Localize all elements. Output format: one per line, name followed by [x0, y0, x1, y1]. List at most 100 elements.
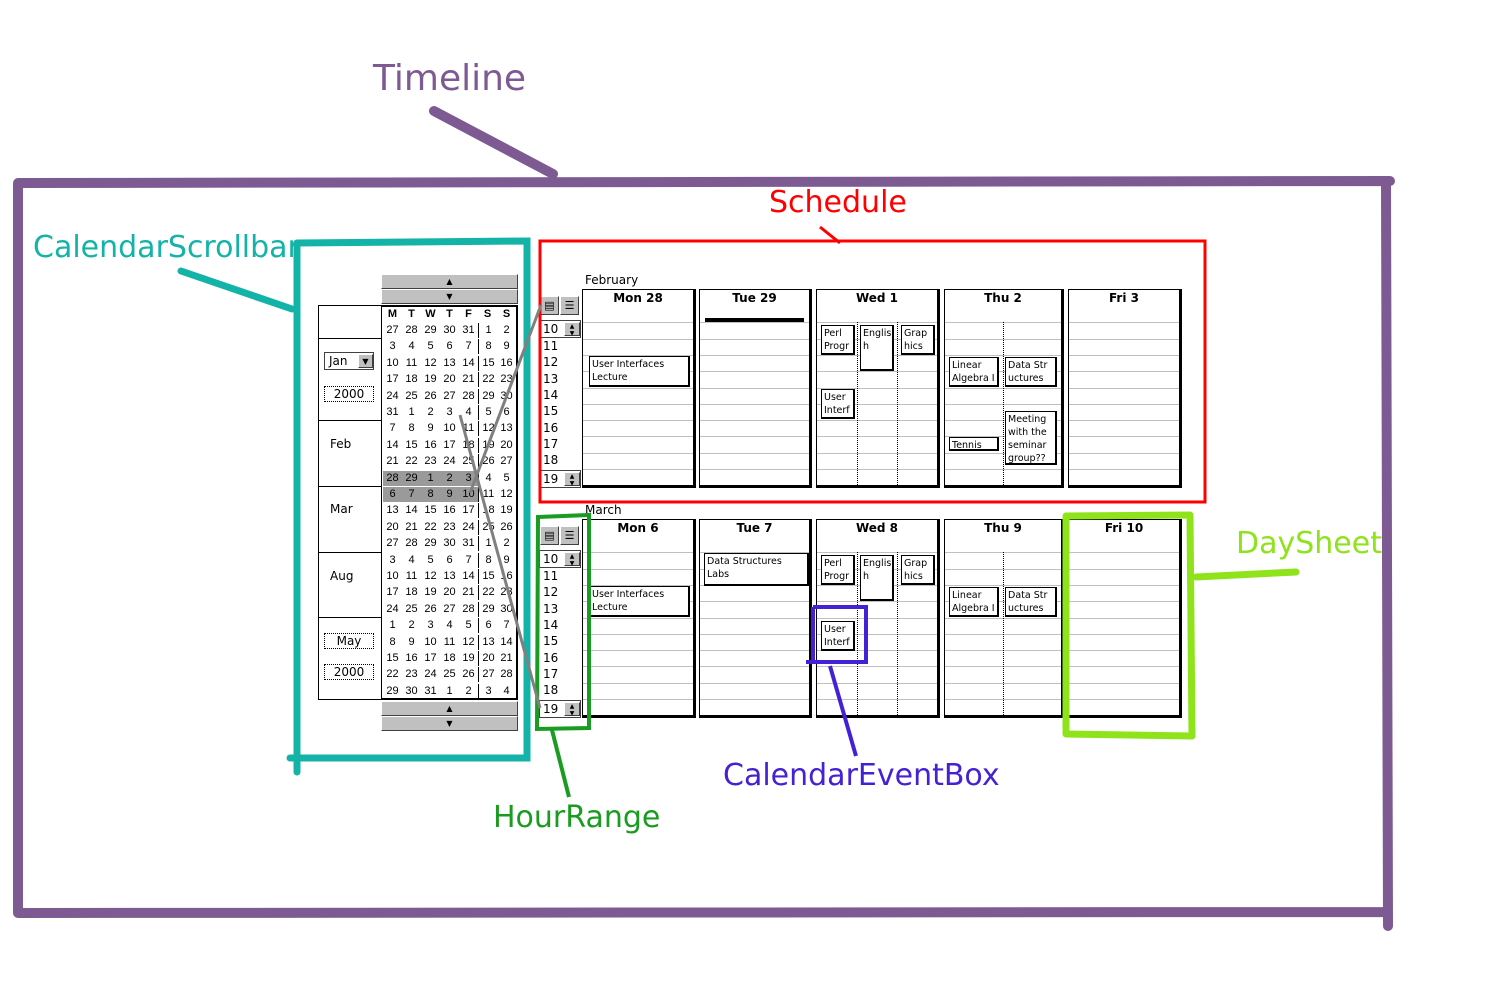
chevron-down-icon[interactable]: ▼: [358, 354, 373, 368]
mini-calendar-day[interactable]: 8: [478, 339, 498, 355]
mini-calendar-day[interactable]: 5: [427, 340, 434, 353]
day-header[interactable]: Mon 6: [617, 521, 659, 535]
mini-calendar-day[interactable]: 16: [500, 356, 513, 369]
mini-calendar-day[interactable]: 6: [446, 553, 453, 566]
mini-calendar-day[interactable]: 22: [424, 520, 437, 533]
mini-calendar-day[interactable]: 1: [478, 323, 498, 338]
spin-arrows-icon[interactable]: ▲ ▼: [564, 322, 580, 337]
mini-calendar-day[interactable]: 27: [443, 602, 456, 615]
calendar-event-box[interactable]: Perl Progr: [821, 325, 855, 355]
mini-calendar-day[interactable]: 8: [478, 552, 498, 568]
mini-calendar-day[interactable]: 13: [478, 634, 498, 650]
mini-calendar-day[interactable]: 26: [424, 602, 437, 615]
mini-calendar-day[interactable]: 23: [500, 586, 513, 599]
day-header[interactable]: Tue 29: [732, 291, 777, 305]
mini-calendar-day[interactable]: 19: [500, 504, 513, 517]
mini-calendar-day[interactable]: 29: [402, 470, 421, 486]
mini-calendar-day[interactable]: 15: [405, 438, 418, 451]
calendar-event-box[interactable]: Meeting with the seminar group??: [1005, 411, 1057, 465]
mini-calendar-day[interactable]: 7: [402, 487, 421, 502]
mini-calendar-day[interactable]: 6: [446, 340, 453, 353]
mini-calendar-day[interactable]: 28: [462, 602, 475, 615]
mini-calendar-day[interactable]: 28: [405, 324, 418, 336]
mini-calendar-day[interactable]: 20: [478, 651, 498, 666]
month-input-bottom[interactable]: May: [324, 633, 374, 649]
mini-calendar-day[interactable]: 25: [443, 668, 456, 681]
mini-calendar-day[interactable]: 11: [478, 487, 498, 502]
mini-calendar-day[interactable]: 16: [405, 652, 418, 664]
calendar-event-box[interactable]: User Interfaces Lecture: [589, 356, 690, 387]
scroll-up-button-bottom[interactable]: ▲: [381, 701, 518, 716]
mini-calendar-day[interactable]: 20: [500, 438, 513, 451]
mini-calendar-day[interactable]: 18: [462, 438, 475, 451]
mini-calendar-day[interactable]: 24: [386, 389, 399, 402]
mini-calendar-day[interactable]: 4: [408, 553, 415, 566]
calendar-event-box[interactable]: User Interf: [821, 389, 855, 419]
mini-calendar-day[interactable]: 12: [478, 421, 498, 437]
mini-calendar-day[interactable]: 10: [386, 570, 399, 582]
mini-calendar-day[interactable]: 3: [459, 470, 478, 486]
day-sheet[interactable]: Fri 10: [1068, 519, 1182, 718]
mini-calendar-day[interactable]: 29: [478, 601, 498, 617]
mini-calendar-day[interactable]: 18: [405, 586, 418, 599]
mini-calendar-day[interactable]: 23: [405, 668, 418, 681]
mini-calendar-day[interactable]: 2: [427, 406, 434, 418]
mini-calendar-day[interactable]: 17: [386, 373, 399, 386]
mini-calendar-day[interactable]: 6: [503, 406, 510, 418]
mini-calendar-day[interactable]: 20: [443, 586, 456, 599]
mini-calendar-day[interactable]: 31: [462, 324, 475, 336]
mini-calendar-day[interactable]: 10: [459, 487, 478, 502]
mini-calendar-day[interactable]: 10: [386, 356, 399, 369]
year-input-top[interactable]: 2000: [324, 386, 374, 402]
mini-calendar-day[interactable]: 6: [478, 618, 498, 634]
mini-calendar-day[interactable]: 14: [386, 438, 399, 451]
mini-calendar-day[interactable]: 9: [408, 635, 415, 648]
mini-calendar-day[interactable]: 29: [424, 324, 437, 336]
calendar-event-box[interactable]: Data Structures Labs: [704, 553, 809, 586]
mini-calendar-day[interactable]: 3: [427, 619, 434, 632]
view-list-button[interactable]: ☰: [560, 296, 579, 315]
mini-calendar-day[interactable]: 17: [424, 652, 437, 664]
mini-calendar-day[interactable]: 13: [443, 570, 456, 582]
day-header[interactable]: Wed 8: [855, 521, 899, 535]
mini-calendar-day[interactable]: 2: [408, 619, 415, 632]
mini-calendar-day[interactable]: 21: [405, 520, 418, 533]
mini-calendar-day[interactable]: 24: [462, 520, 475, 533]
mini-calendar-day[interactable]: 27: [500, 455, 513, 468]
mini-calendar-day[interactable]: 28: [405, 537, 418, 550]
mini-calendar-day[interactable]: 4: [465, 406, 472, 418]
day-header[interactable]: Fri 10: [1104, 521, 1144, 535]
mini-calendar-day[interactable]: 10: [443, 422, 456, 435]
hour-end-stepper[interactable]: 19▲ ▼: [539, 700, 581, 718]
mini-calendar-day[interactable]: 3: [478, 683, 498, 699]
mini-calendar-day[interactable]: 20: [443, 373, 456, 386]
mini-calendar-day[interactable]: 19: [424, 373, 437, 386]
calendar-event-box[interactable]: User Interfaces Lecture: [589, 586, 690, 617]
mini-calendar-day[interactable]: 4: [503, 684, 510, 697]
mini-calendar-day[interactable]: 2: [503, 537, 510, 550]
day-sheet[interactable]: Tue 29: [699, 289, 812, 488]
mini-calendar-day[interactable]: 16: [443, 504, 456, 517]
calendar-event-box[interactable]: Englis h: [860, 555, 894, 601]
mini-calendar-day[interactable]: 13: [386, 504, 399, 517]
mini-calendar-day[interactable]: 15: [424, 504, 437, 517]
mini-calendar-day[interactable]: 31: [462, 537, 475, 550]
day-header[interactable]: Thu 2: [984, 291, 1022, 305]
hour-start-stepper[interactable]: 10▲ ▼: [539, 320, 581, 338]
mini-calendar-day[interactable]: 16: [500, 570, 513, 582]
scroll-down-button-bottom[interactable]: ▼: [381, 716, 518, 731]
mini-calendar-day[interactable]: 26: [478, 454, 498, 470]
scroll-up-button-top[interactable]: ▲: [381, 274, 518, 289]
mini-calendar-day[interactable]: 13: [443, 356, 456, 369]
all-day-bar[interactable]: [705, 318, 804, 322]
mini-calendar-day[interactable]: 1: [446, 684, 453, 697]
mini-calendar-day[interactable]: 26: [500, 520, 513, 533]
mini-calendar-day[interactable]: 22: [478, 585, 498, 601]
mini-calendar-day[interactable]: 12: [424, 570, 437, 582]
mini-calendar-day[interactable]: 12: [500, 488, 513, 500]
hour-end-stepper[interactable]: 19▲ ▼: [539, 470, 581, 488]
mini-calendar-day[interactable]: 29: [386, 684, 399, 697]
